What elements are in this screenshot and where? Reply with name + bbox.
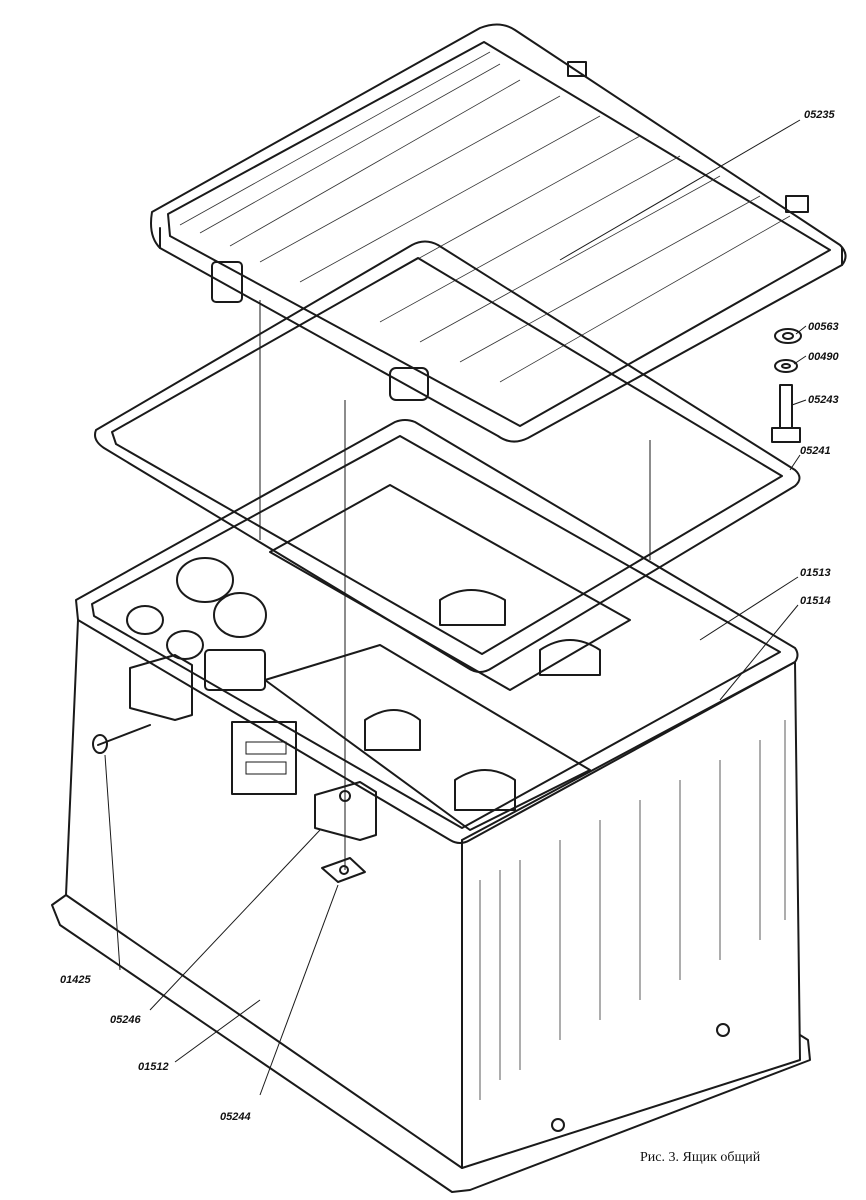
bushing-4 — [166, 630, 204, 660]
lid-hinge-top — [567, 61, 587, 77]
bolt-05243 — [779, 384, 793, 429]
bracket-right — [314, 781, 377, 841]
leader-lines — [104, 119, 807, 1096]
washer-00490 — [774, 359, 798, 373]
bushing-1 — [176, 557, 234, 603]
washer-00563 — [774, 328, 802, 344]
label-05241: 05241 — [800, 445, 831, 457]
label-05246: 05246 — [110, 1014, 141, 1026]
gasket-hinge — [389, 367, 429, 401]
gasket — [94, 240, 801, 673]
lid — [150, 23, 847, 443]
label-05244: 05244 — [220, 1111, 251, 1123]
label-05243: 05243 — [808, 394, 839, 406]
label-01425: 01425 — [60, 974, 91, 986]
nameplate — [231, 721, 297, 795]
label-05235: 05235 — [804, 109, 835, 121]
terminal-block — [204, 649, 266, 691]
label-00563: 00563 — [808, 321, 839, 333]
square-nut — [321, 857, 366, 883]
lid-hinge-left — [211, 261, 243, 303]
label-00490: 00490 — [808, 351, 839, 363]
bushing-2 — [213, 592, 267, 638]
bracket-left — [129, 654, 193, 721]
label-01513: 01513 — [800, 567, 831, 579]
label-01512: 01512 — [138, 1061, 169, 1073]
figure-caption: Рис. 3. Ящик общий — [640, 1150, 761, 1165]
assembly-lines — [259, 300, 651, 870]
screw — [97, 724, 151, 746]
fastener-stack — [771, 328, 802, 443]
lid-latch — [785, 195, 809, 213]
bushing-3 — [126, 605, 164, 635]
box-body — [51, 419, 811, 1193]
label-01514: 01514 — [800, 595, 831, 607]
